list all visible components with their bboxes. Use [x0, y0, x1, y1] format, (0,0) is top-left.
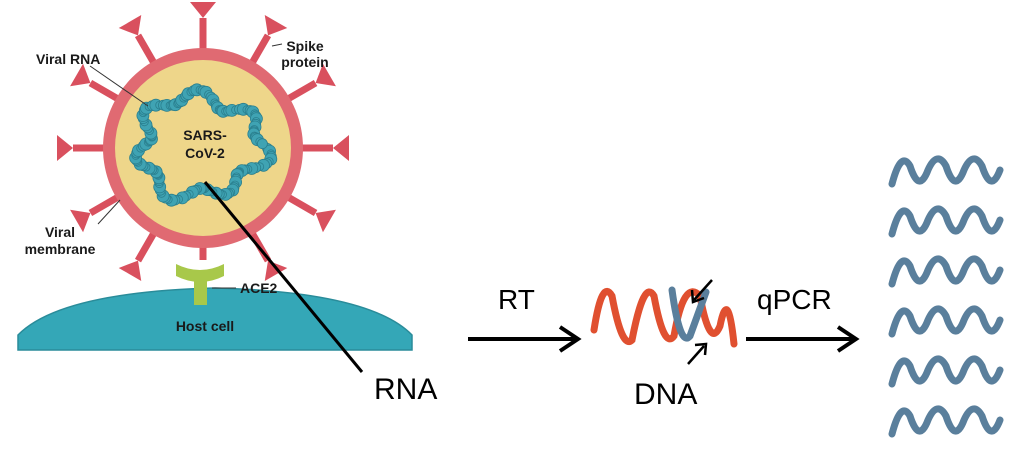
spike-stem	[88, 192, 123, 217]
spike-cap	[264, 260, 288, 281]
viral-rna-leader-line	[89, 65, 149, 107]
viral-rna-label: Viral RNA	[36, 51, 100, 67]
dna-label: DNA	[634, 378, 697, 411]
rna-pointer-line	[203, 181, 364, 373]
qpcr-label: qPCR	[757, 284, 832, 315]
spike-cap	[118, 260, 142, 281]
ace2-receptor	[176, 264, 224, 305]
amplified-dna-strand	[888, 205, 1004, 238]
sars-cov-2-label-line1: SARS-	[183, 127, 227, 143]
amplified-dna-strand	[888, 305, 1004, 338]
dna-strand	[668, 286, 710, 342]
rt-arrow-head	[558, 325, 582, 353]
rna-label: RNA	[374, 373, 437, 406]
spike-stem	[283, 79, 318, 104]
spike-stem	[134, 33, 159, 68]
viral-rna-strand	[129, 83, 278, 207]
spike-cap	[118, 15, 142, 36]
spike-stem	[88, 79, 123, 104]
host-cell-label: Host cell	[176, 318, 234, 334]
rt-label: RT	[498, 284, 535, 315]
membrane-leader-line	[97, 199, 121, 225]
spike-cap	[333, 135, 349, 161]
spike-leader-line	[271, 43, 283, 47]
spike-cap	[57, 135, 73, 161]
spike-stem	[134, 228, 159, 263]
dna-pointer-arrow-bottom	[687, 345, 705, 365]
virus-illustration: Host cell ACE2 SARS- CoV-2 Viral RNA Spi…	[17, 2, 413, 351]
spike-protein-label-line1: Spike	[286, 38, 324, 54]
viral-membrane-label-line1: Viral	[45, 224, 75, 240]
rna-strand	[590, 287, 738, 348]
amplified-dna-strand	[888, 355, 1004, 388]
amplified-dna-strand	[888, 255, 1004, 288]
sars-cov-2-label-line2: CoV-2	[185, 145, 225, 161]
rna-bead	[256, 138, 268, 150]
spike-cap	[264, 15, 288, 36]
spike-protein-label-line2: protein	[281, 54, 328, 70]
amplified-dna-copies	[888, 155, 1004, 438]
spike-cap	[315, 209, 336, 233]
spike-cap	[190, 2, 216, 18]
spike-stem	[283, 192, 318, 217]
dna-pointer-arrow-top	[693, 279, 713, 301]
spike-stem	[247, 33, 272, 68]
qpcr-arrow-head	[836, 325, 860, 353]
amplified-dna-strand	[888, 405, 1004, 438]
viral-membrane-label-line2: membrane	[25, 241, 96, 257]
spike-cap	[70, 209, 91, 233]
rna-dna-hybrid	[590, 279, 738, 365]
spike-cap	[70, 63, 91, 87]
ace2-label: ACE2	[240, 280, 278, 296]
spike-cap	[315, 63, 336, 87]
amplified-dna-strand	[888, 155, 1004, 188]
